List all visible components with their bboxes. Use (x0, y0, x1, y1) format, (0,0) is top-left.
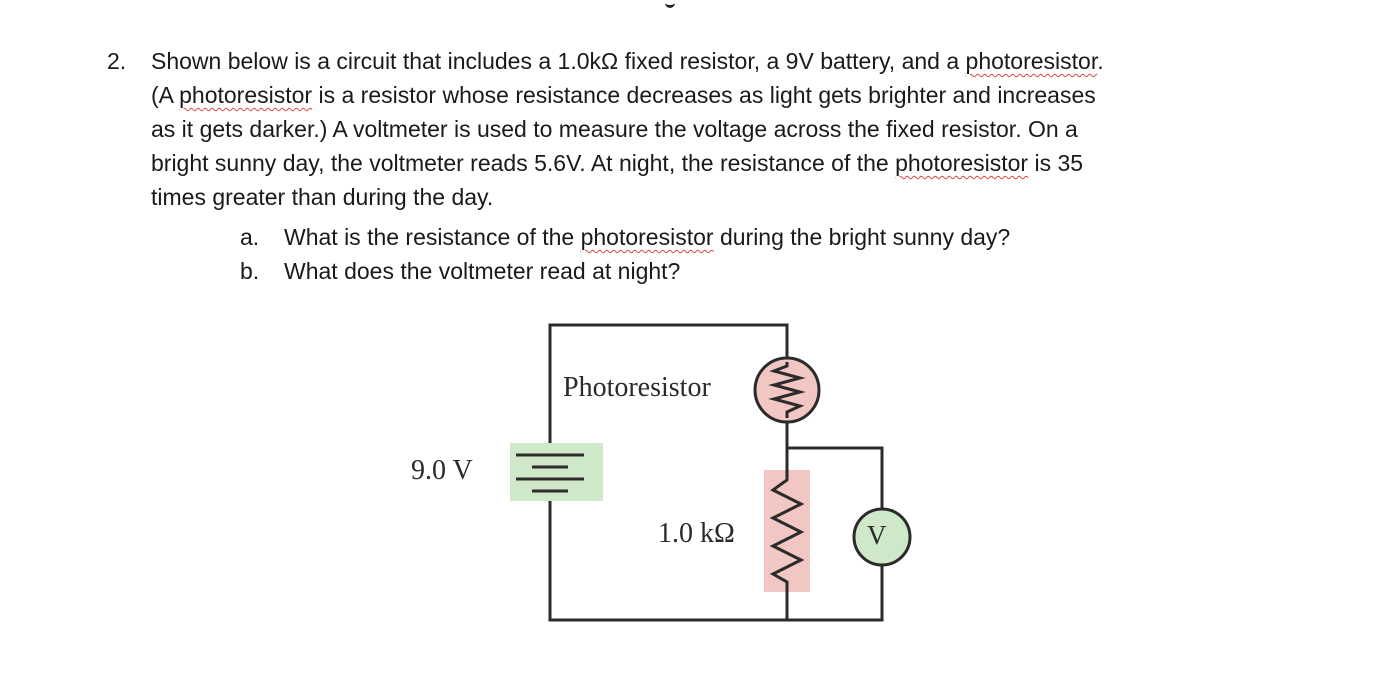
part-b-label: b. (240, 258, 260, 284)
photoresistor-zigzag (768, 362, 806, 418)
spellcheck-word: photoresistor (965, 48, 1098, 74)
part-a-label: a. (240, 224, 260, 250)
voltmeter-symbol (852, 507, 912, 567)
problem-text: Shown below is a circuit that includes a… (151, 44, 1104, 214)
problem-line-text: times greater than during the day. (151, 184, 494, 210)
problem-line-text: as it gets darker.) A voltmeter is used … (151, 116, 1078, 142)
wire-voltmeter-bottom (787, 565, 884, 622)
part-b-text: What does the voltmeter read at night? (284, 258, 681, 284)
problem-line: (A photoresistor is a resistor whose res… (151, 78, 1104, 112)
problem-line-text: is a resistor whose resistance decreases… (312, 82, 1096, 108)
voltmeter-letter: V (867, 520, 887, 550)
page-top-mark (665, 0, 675, 8)
spellcheck-word: photoresistor (179, 82, 313, 108)
spellcheck-word: photoresistor (895, 150, 1029, 176)
problem-line: Shown below is a circuit that includes a… (151, 44, 1104, 78)
problem-number: 2. (107, 48, 127, 74)
problem-line-text: Shown below is a circuit that includes a… (151, 48, 966, 74)
wire-voltmeter-top (787, 446, 884, 510)
problem-line: bright sunny day, the voltmeter reads 5.… (151, 146, 1104, 180)
resistor-label: 1.0 kΩ (658, 518, 735, 549)
battery-label: 9.0 V (411, 455, 473, 486)
wire-left-bottom (548, 492, 789, 622)
wire-left-top (548, 323, 789, 455)
part-a-text: What is the resistance of the photoresis… (284, 220, 1010, 254)
photoresistor-label: Photoresistor (563, 372, 711, 403)
part-a-text: during the bright sunny day? (713, 224, 1011, 250)
circuit-wires (548, 323, 884, 622)
problem-line-text: is 35 (1028, 150, 1084, 176)
problem-line: as it gets darker.) A voltmeter is used … (151, 112, 1104, 146)
problem-line: times greater than during the day. (151, 180, 1104, 214)
battery-symbol (516, 453, 584, 493)
resistor-zigzag (769, 470, 805, 592)
problem-line-text: (A (151, 82, 180, 108)
problem-line-text: bright sunny day, the voltmeter reads 5.… (151, 150, 896, 176)
part-a-text: What is the resistance of the (284, 224, 581, 250)
part-b-text: What does the voltmeter read at night? (284, 254, 680, 288)
spellcheck-word: photoresistor (580, 224, 714, 250)
problem-line-text: . (1097, 48, 1104, 74)
